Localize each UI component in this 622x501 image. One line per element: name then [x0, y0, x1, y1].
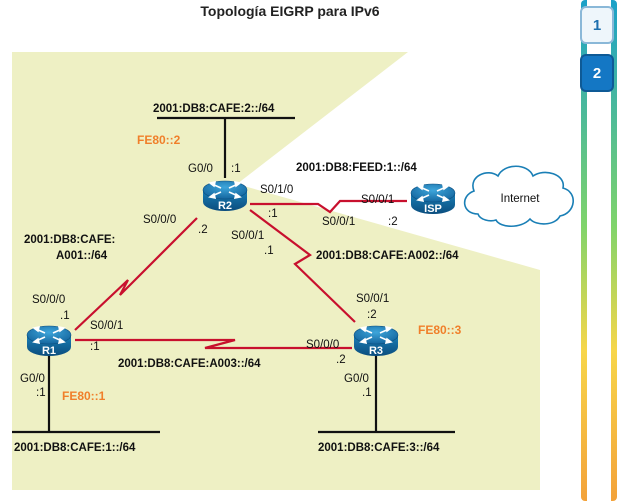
- isp-address: :2: [388, 216, 398, 228]
- cloud-shape: [463, 165, 574, 228]
- r2-g00-address: :1: [231, 163, 241, 175]
- router-r1-label: R1: [42, 345, 56, 357]
- r1-r3-network: 2001:DB8:CAFE:A003::/64: [118, 358, 261, 370]
- internet-cloud: Internet: [463, 165, 574, 228]
- r2-g00-label: G0/0: [188, 163, 213, 175]
- r3-s000-label: S0/0/0: [306, 339, 339, 351]
- isp-s001-label-bottom: S0/0/1: [322, 216, 355, 228]
- r2-isp-serial-link: [250, 199, 407, 214]
- r3-s000-address: .2: [336, 354, 346, 366]
- r3-link-local: FE80::3: [418, 323, 462, 337]
- r1-g00-label: G0/0: [20, 373, 45, 385]
- r2-s001-address: .1: [264, 245, 274, 257]
- r1-g00-address: :1: [36, 387, 46, 399]
- r2-s010-label: S0/1/0: [260, 184, 293, 196]
- router-r3[interactable]: R3: [353, 325, 399, 357]
- topology-diagram: Internet R2 ISP R1 R3 2001:DB8:CAFE:2::/…: [12, 52, 574, 490]
- router-r1[interactable]: R1: [26, 325, 72, 357]
- r2-link-local: FE80::2: [137, 133, 181, 147]
- internet-label: Internet: [501, 193, 541, 205]
- r1-r2-network-line1: 2001:DB8:CAFE:: [24, 234, 115, 246]
- serial-links: [74, 199, 407, 350]
- r1-s000-address: .1: [60, 310, 70, 322]
- r3-s001-address: :2: [367, 309, 377, 321]
- r2-s000-label: S0/0/0: [143, 214, 176, 226]
- r1-s001-label: S0/0/1: [90, 320, 123, 332]
- r3-lan-network: 2001:DB8:CAFE:3::/64: [318, 442, 440, 454]
- page-1-button[interactable]: 1: [580, 6, 614, 44]
- page-2-button[interactable]: 2: [580, 54, 614, 92]
- r2-s001-label: S0/0/1: [231, 230, 264, 242]
- r1-r2-network-line2: A001::/64: [56, 250, 108, 262]
- r2-s010-address: :1: [268, 208, 278, 220]
- r3-g00-label: G0/0: [344, 373, 369, 385]
- r1-lan-network: 2001:DB8:CAFE:1::/64: [14, 442, 136, 454]
- r1-s001-address: :1: [90, 341, 100, 353]
- r1-link-local: FE80::1: [62, 389, 106, 403]
- ethernet-segments: [12, 116, 455, 434]
- eigrp-area-background: [12, 52, 540, 490]
- router-isp-label: ISP: [424, 203, 442, 215]
- r1-s000-label: S0/0/0: [32, 294, 65, 306]
- r2-r3-network: 2001:DB8:CAFE:A002::/64: [316, 250, 459, 262]
- isp-s001-label-top: S0/0/1: [361, 194, 394, 206]
- diagram-title: Topología EIGRP para IPv6: [200, 3, 380, 19]
- r2-r3-serial-link: [249, 209, 356, 323]
- r2-s000-address: .2: [198, 224, 208, 236]
- router-isp[interactable]: ISP: [410, 183, 456, 215]
- page-navigation-rail: 1 2: [578, 0, 618, 501]
- r1-r3-serial-link: [75, 338, 352, 350]
- r1-r2-serial-link: [74, 217, 198, 331]
- router-r3-label: R3: [369, 345, 383, 357]
- router-r2-label: R2: [218, 200, 232, 212]
- r3-g00-address: .1: [362, 387, 372, 399]
- router-r2[interactable]: R2: [202, 180, 248, 212]
- r2-lan-network: 2001:DB8:CAFE:2::/64: [153, 103, 275, 115]
- r3-s001-label: S0/0/1: [356, 293, 389, 305]
- isp-link-network: 2001:DB8:FEED:1::/64: [296, 162, 417, 174]
